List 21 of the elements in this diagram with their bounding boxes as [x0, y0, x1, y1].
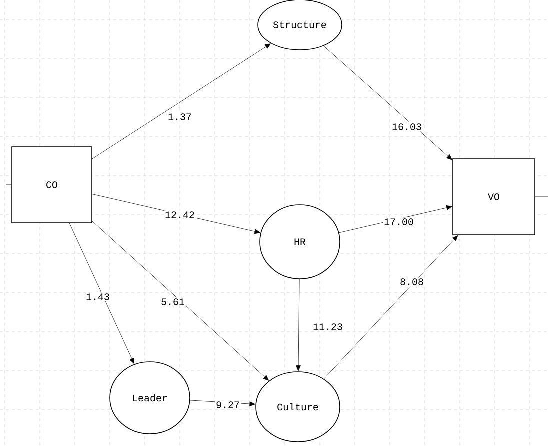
- line-stub: [535, 196, 548, 198]
- edge-label: 17.00: [383, 218, 415, 226]
- arrow: [69, 223, 135, 364]
- node-label: Culture: [278, 403, 318, 411]
- variable-box: VO: [452, 158, 536, 236]
- edge-label: 5.61: [160, 298, 186, 306]
- edge-label: 11.23: [312, 322, 344, 332]
- edge-label: 9.27: [215, 400, 241, 410]
- variable-box: CO: [12, 146, 92, 224]
- edge-label: 8.08: [399, 278, 425, 286]
- node-label: Leader: [133, 394, 168, 402]
- arrow: [92, 44, 271, 160]
- edge-label: 12.42: [164, 210, 196, 220]
- arrow: [296, 279, 301, 372]
- line-stub: [6, 184, 12, 186]
- arrow: [92, 221, 270, 381]
- arrow: [324, 46, 452, 160]
- edge-label: 1.37: [167, 112, 193, 122]
- edge-label: 16.03: [391, 122, 423, 132]
- edge-label: 1.43: [85, 292, 111, 302]
- arrow: [324, 236, 458, 380]
